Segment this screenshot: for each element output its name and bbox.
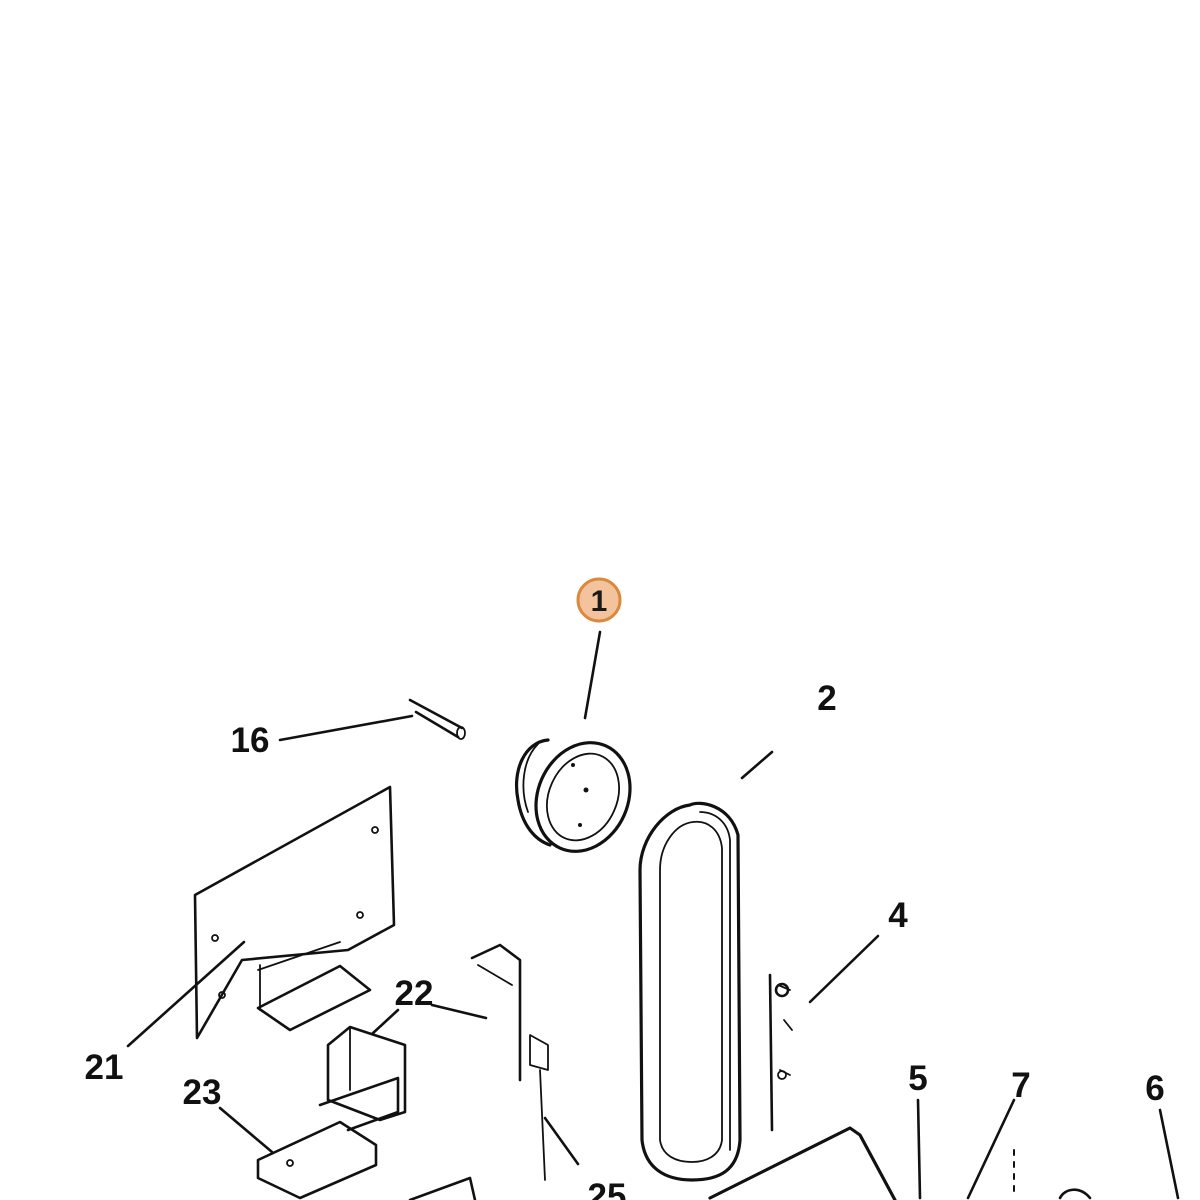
part-2-belt[interactable]: [638, 801, 742, 1182]
part-1-pulley[interactable]: [515, 728, 647, 867]
leader-7: [966, 1098, 1016, 1200]
leader-23: [218, 1106, 274, 1154]
callout-5-label[interactable]: 5: [908, 1059, 927, 1098]
leader-1: [583, 630, 602, 720]
callout-6-label[interactable]: 6: [1145, 1069, 1164, 1108]
part-23-small-plate[interactable]: [256, 1076, 400, 1200]
part-22-block[interactable]: [326, 943, 549, 1181]
callout-1-badge: [576, 577, 622, 623]
leader-16: [278, 714, 414, 742]
part-16-pin: [408, 698, 466, 740]
leader-2: [740, 750, 774, 780]
callout-2-label[interactable]: 2: [817, 679, 836, 718]
leader-6: [1158, 1108, 1180, 1200]
callout-16-label[interactable]: 16: [231, 721, 270, 760]
frame-bottom: [408, 1126, 1092, 1200]
leader-25: [543, 1116, 580, 1166]
callout-25-label[interactable]: 25: [588, 1177, 627, 1200]
callout-1[interactable]: 1: [576, 577, 622, 623]
leader-21: [126, 940, 246, 1048]
part-21-plate[interactable]: [193, 785, 396, 1040]
callout-1-label: 1: [591, 585, 608, 618]
callout-23-label[interactable]: 23: [183, 1073, 222, 1112]
leader-lines: [126, 630, 1180, 1200]
callout-21-label[interactable]: 21: [85, 1048, 124, 1087]
part-4-bracket[interactable]: [768, 973, 793, 1132]
leader-22a: [430, 1003, 488, 1020]
callout-22-label[interactable]: 22: [395, 974, 434, 1013]
leader-22b: [370, 1008, 400, 1036]
callout-4-label[interactable]: 4: [888, 896, 908, 935]
callout-7-label[interactable]: 7: [1011, 1066, 1030, 1105]
leader-4: [808, 934, 880, 1004]
leader-5: [916, 1098, 922, 1200]
